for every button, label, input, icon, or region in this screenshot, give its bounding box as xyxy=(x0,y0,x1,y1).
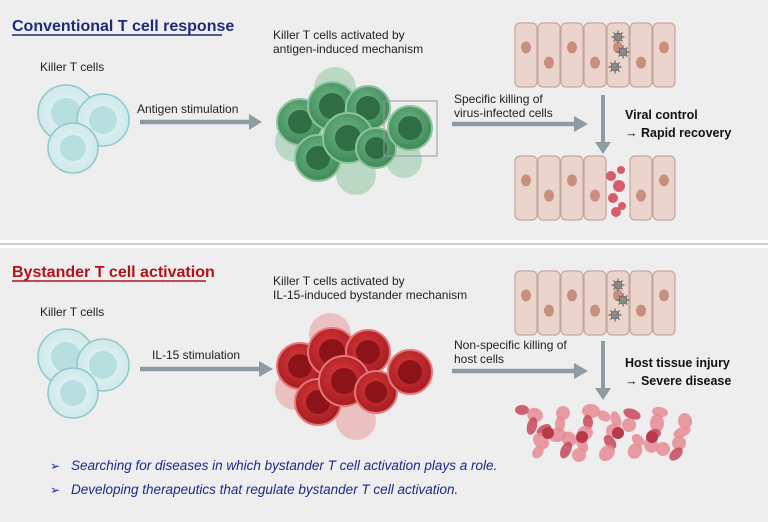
conventional-killing-line2: virus-infected cells xyxy=(454,106,553,120)
antigen-stimulation-label: Antigen stimulation xyxy=(137,102,238,116)
t-cell-icon xyxy=(387,105,433,151)
naive-t-cells-top xyxy=(37,84,130,174)
bystander-title: Bystander T cell activation xyxy=(12,264,215,281)
epithelial-cell xyxy=(652,22,676,88)
epithelial-cell xyxy=(652,155,676,221)
conventional-killer-label: Killer T cells xyxy=(40,60,104,74)
bystander-panel: Bystander T cell activation Killer T cel… xyxy=(0,248,768,522)
conventional-panel: Conventional T cell response Killer T ce… xyxy=(0,0,768,240)
epithelial-cell xyxy=(514,270,538,336)
epithelial-cell xyxy=(583,155,607,221)
epithelial-cell xyxy=(652,270,676,336)
epithelial-cell xyxy=(629,155,653,221)
arrow-icon xyxy=(595,95,611,154)
conventional-activated-line2: antigen-induced mechanism xyxy=(273,42,423,56)
epithelial-tissue-icon xyxy=(514,155,676,221)
conventional-activated-line1: Killer T cells activated by xyxy=(273,28,405,42)
t-cell-icon xyxy=(387,349,433,395)
rapid-recovery-label: → Rapid recovery xyxy=(625,126,731,140)
virus-icon xyxy=(608,308,622,322)
bullet-marker: ➢ xyxy=(50,459,60,473)
virus-icon xyxy=(611,278,625,292)
epithelial-cell xyxy=(629,270,653,336)
arrow-icon xyxy=(452,363,588,379)
bystander-killing-line1: Non-specific killing of xyxy=(454,338,567,352)
bullet-marker: ➢ xyxy=(50,483,60,497)
epithelial-cell xyxy=(606,270,630,336)
arrow-icon xyxy=(595,341,611,400)
t-cell-icon xyxy=(47,122,99,174)
highlight-box xyxy=(383,100,438,157)
virus-icon xyxy=(611,30,625,44)
severe-disease-label: → Severe disease xyxy=(625,374,731,388)
viral-control-label: Viral control xyxy=(625,108,698,122)
epithelial-cell xyxy=(514,22,538,88)
epithelial-cell xyxy=(560,22,584,88)
epithelial-cell xyxy=(606,22,630,88)
bystander-killing-line2: host cells xyxy=(454,352,504,366)
epithelial-cell xyxy=(560,270,584,336)
bystander-killer-label: Killer T cells xyxy=(40,305,104,319)
t-cell-icon xyxy=(354,370,398,414)
bystander-activated-line2: IL-15-induced bystander mechanism xyxy=(273,288,467,302)
epithelial-cell xyxy=(583,270,607,336)
t-cell-icon xyxy=(355,127,397,169)
naive-t-cells-bottom xyxy=(37,328,130,419)
epithelial-cell xyxy=(537,270,561,336)
bystander-activated-line1: Killer T cells activated by xyxy=(273,274,405,288)
bullet-text-1: Searching for diseases in which bystande… xyxy=(71,458,497,473)
epithelial-cell xyxy=(560,155,584,221)
epithelial-cell xyxy=(629,22,653,88)
host-tissue-injury-label: Host tissue injury xyxy=(625,356,730,370)
bullet-text-2: Developing therapeutics that regulate by… xyxy=(71,482,458,497)
epithelial-cell xyxy=(537,22,561,88)
arrow-icon xyxy=(140,361,273,377)
epithelial-tissue-icon xyxy=(514,22,676,88)
destroyed-tissue-icon xyxy=(515,403,693,462)
epithelial-tissue-icon xyxy=(514,270,676,336)
t-cell-icon xyxy=(47,367,99,419)
virus-icon xyxy=(616,45,630,59)
epithelial-cell xyxy=(583,22,607,88)
conventional-killing-line1: Specific killing of xyxy=(454,92,543,106)
activated-t-cell-cluster-red xyxy=(275,313,433,440)
virus-icon xyxy=(616,293,630,307)
epithelial-cell xyxy=(514,155,538,221)
arrow-icon xyxy=(140,114,262,130)
conventional-title: Conventional T cell response xyxy=(12,18,234,35)
il15-stimulation-label: IL-15 stimulation xyxy=(152,348,240,362)
epithelial-cell xyxy=(537,155,561,221)
arrow-icon xyxy=(452,116,588,132)
virus-icon xyxy=(608,60,622,74)
activated-t-cell-cluster-green xyxy=(275,67,438,195)
